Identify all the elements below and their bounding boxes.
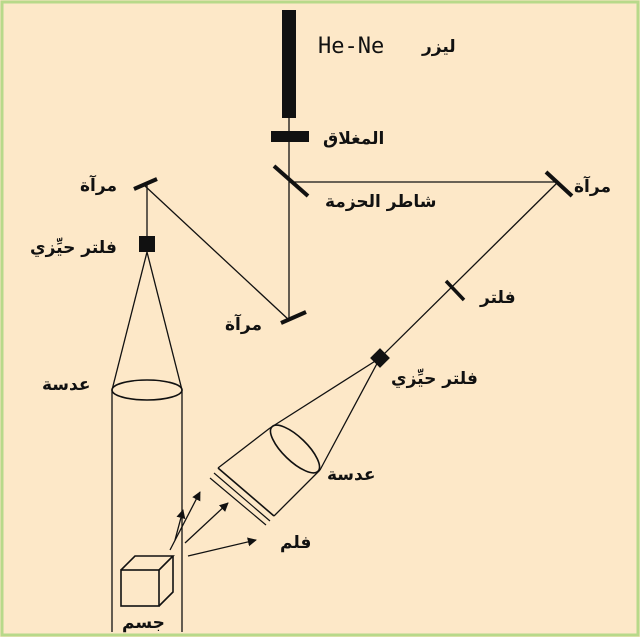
mirror-center: [280, 310, 307, 325]
beam-right-mirror-to-filter: [379, 181, 559, 359]
object-cube: [120, 555, 175, 607]
spatial-filter-right-label: فلتر حيِّزي: [391, 368, 478, 389]
film-plate-1: [217, 467, 275, 517]
beam-lens-to-film-upper: [217, 427, 271, 469]
lens-right-label: عدسة: [327, 465, 375, 485]
beam-center-to-topleft-mirror: [144, 185, 290, 321]
beam-lens-to-film-lower: [273, 469, 321, 517]
scatter-arrow-2: [174, 509, 186, 541]
filter-label: فلتر: [479, 288, 516, 308]
film-label: فلم: [280, 533, 311, 553]
cone-left-left: [111, 251, 148, 391]
mirror-center-label: مرآة: [225, 313, 262, 335]
cone-right-upper: [269, 357, 381, 429]
cone-left-right: [146, 251, 183, 391]
shutter-label: المغلاق: [323, 129, 384, 149]
object-label: جسم: [122, 613, 165, 633]
cone-right-lower: [319, 357, 381, 471]
film-plate-2: [213, 472, 271, 522]
mirror-right: [544, 170, 574, 198]
mirror-top-left-label: مرآة: [80, 174, 117, 196]
mirror-right-label: مرآة: [574, 175, 611, 197]
spatial-filter-left-label: فلتر حيِّزي: [30, 237, 117, 258]
beam-splitter: [272, 164, 310, 198]
laser-name-label: He-Ne: [318, 34, 384, 59]
laser-word-label: ليزر: [421, 37, 456, 57]
shutter: [271, 131, 309, 142]
filter: [444, 279, 466, 302]
film-plate-3: [209, 477, 267, 526]
scatter-arrow-4: [187, 537, 257, 557]
beam-splitter-label: شاطر الحزمة: [325, 192, 436, 212]
lens-left-label: عدسة: [42, 375, 90, 395]
scatter-arrow-1: [169, 491, 201, 551]
mirror-top-left: [133, 177, 158, 191]
scatter-arrow-3: [184, 502, 229, 544]
spatial-filter-left: [139, 236, 155, 252]
laser-body: [282, 10, 296, 118]
